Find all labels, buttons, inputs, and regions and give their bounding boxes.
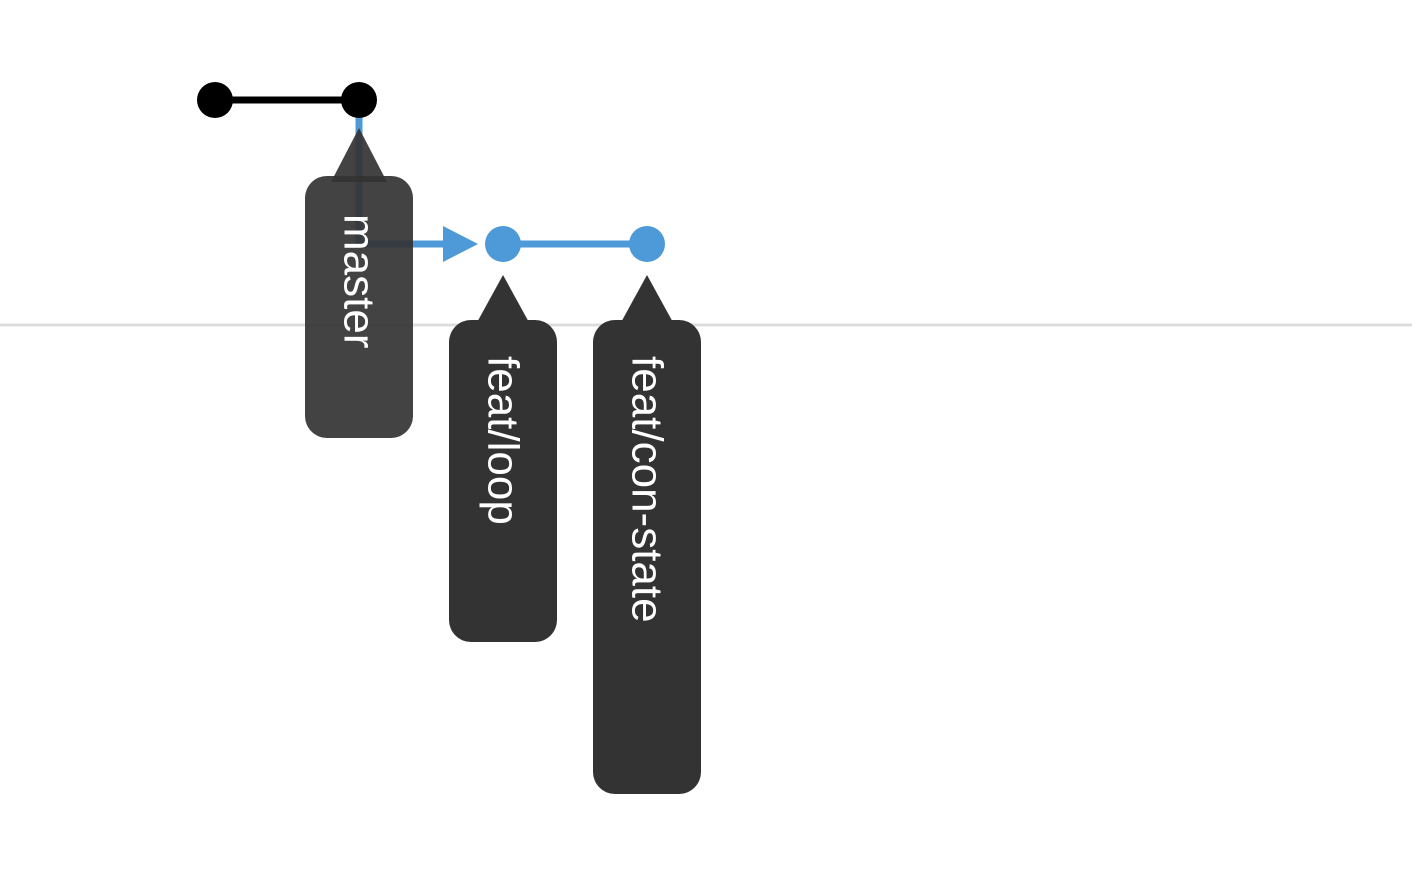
- branch-tag-master-body: [305, 176, 413, 438]
- commit-node-c1[interactable]: [197, 82, 233, 118]
- branch-tag-feat-loop-label: feat/loop: [479, 356, 528, 525]
- branch-tag-master-label: master: [335, 214, 384, 348]
- branch-tag-feat-con-state-pointer: [619, 275, 675, 326]
- commit-node-c4[interactable]: [629, 226, 665, 262]
- branch-tag-master[interactable]: master: [305, 128, 413, 438]
- branch-tag-feat-loop-pointer: [475, 275, 531, 326]
- commit-node-c2[interactable]: [341, 82, 377, 118]
- branch-tag-feat-con-state-label: feat/con-state: [623, 356, 672, 623]
- branch-arrowhead: [443, 226, 478, 262]
- branch-tag-master-pointer: [331, 128, 387, 182]
- commit-node-c3[interactable]: [485, 226, 521, 262]
- branch-tag-feat-con-state-body: [593, 320, 701, 794]
- branch-tag-feat-loop-body: [449, 320, 557, 642]
- branch-tag-feat-con-state[interactable]: feat/con-state: [593, 275, 701, 794]
- branch-tag-feat-loop[interactable]: feat/loop: [449, 275, 557, 642]
